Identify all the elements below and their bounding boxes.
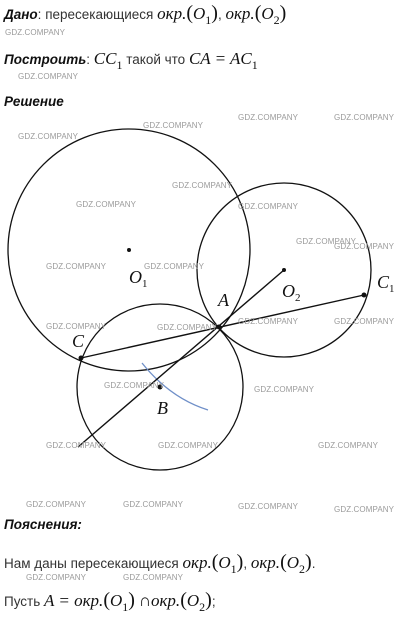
- segment-o2-extension: [77, 269, 285, 448]
- given-line: Дано: пересекающиеся окр.(O1), окр.(O2): [4, 2, 287, 27]
- watermark: GDZ.COMPANY: [5, 28, 66, 37]
- watermark: GDZ.COMPANY: [334, 113, 395, 122]
- watermark: GDZ.COMPANY: [172, 181, 233, 190]
- given-colon: :: [37, 7, 42, 22]
- watermark: GDZ.COMPANY: [18, 72, 79, 81]
- watermark: GDZ.COMPANY: [46, 441, 107, 450]
- point-c: [78, 355, 84, 361]
- watermark: GDZ.COMPANY: [144, 262, 205, 271]
- point-b: [157, 384, 163, 390]
- segment-c-c1: [80, 294, 365, 359]
- given-label: Дано: [4, 7, 38, 22]
- construct-such-that: такой что: [126, 52, 186, 67]
- circle-o1: [7, 128, 251, 372]
- point-o1: [127, 248, 131, 252]
- watermark: GDZ.COMPANY: [157, 323, 218, 332]
- label-o1: O1: [129, 267, 148, 290]
- construct-cc: CC: [93, 49, 117, 68]
- label-a: A: [217, 290, 230, 310]
- construct-line: Построить: CC1 такой что CA = AC1: [4, 49, 258, 72]
- label-o2: O2: [282, 281, 301, 304]
- given-circle1-word: окр.: [157, 4, 187, 23]
- point-c1: [361, 292, 367, 298]
- watermark: GDZ.COMPANY: [143, 121, 204, 130]
- watermark: GDZ.COMPANY: [158, 441, 219, 450]
- watermark: GDZ.COMPANY: [296, 237, 357, 246]
- label-c: C: [72, 331, 85, 351]
- watermark: GDZ.COMPANY: [334, 317, 395, 326]
- watermark: GDZ.COMPANY: [334, 242, 395, 251]
- watermark: GDZ.COMPANY: [46, 322, 107, 331]
- watermark: GDZ.COMPANY: [334, 505, 395, 514]
- watermark: GDZ.COMPANY: [238, 202, 299, 211]
- watermark: GDZ.COMPANY: [254, 385, 315, 394]
- solution-heading: Решение: [4, 94, 64, 109]
- label-c1: C1: [377, 272, 395, 295]
- construct-label: Построить: [4, 52, 87, 67]
- watermark: GDZ.COMPANY: [76, 200, 137, 209]
- label-b: B: [157, 398, 168, 418]
- given-circle2-word: окр.: [225, 4, 255, 23]
- watermark: GDZ.COMPANY: [104, 381, 165, 390]
- explanation-line-1: Нам даны пересекающиеся окр.(O1), окр.(O…: [4, 551, 316, 576]
- watermark: GDZ.COMPANY: [18, 132, 79, 141]
- explanation-line-2: Пусть A = окр.(O1) ∩окр.(O2);: [4, 589, 216, 614]
- construction-diagram: O1 O2 A B C C1: [7, 128, 395, 471]
- watermark: GDZ.COMPANY: [238, 113, 299, 122]
- point-o2: [282, 268, 286, 272]
- watermark: GDZ.COMPANY: [123, 573, 184, 582]
- watermark: GDZ.COMPANY: [238, 317, 299, 326]
- watermark: GDZ.COMPANY: [26, 500, 87, 509]
- point-a: [216, 324, 222, 330]
- explanation-heading: Пояснения:: [4, 517, 82, 532]
- watermark: GDZ.COMPANY: [238, 502, 299, 511]
- circle-b: [76, 303, 244, 471]
- watermark: GDZ.COMPANY: [46, 262, 107, 271]
- watermark: GDZ.COMPANY: [318, 441, 379, 450]
- given-text: пересекающиеся: [45, 7, 154, 22]
- construction-arc: [141, 362, 209, 411]
- watermark: GDZ.COMPANY: [26, 573, 87, 582]
- circle-o2: [196, 182, 372, 358]
- watermark: GDZ.COMPANY: [123, 500, 184, 509]
- construct-equation: CA = AC: [188, 49, 252, 68]
